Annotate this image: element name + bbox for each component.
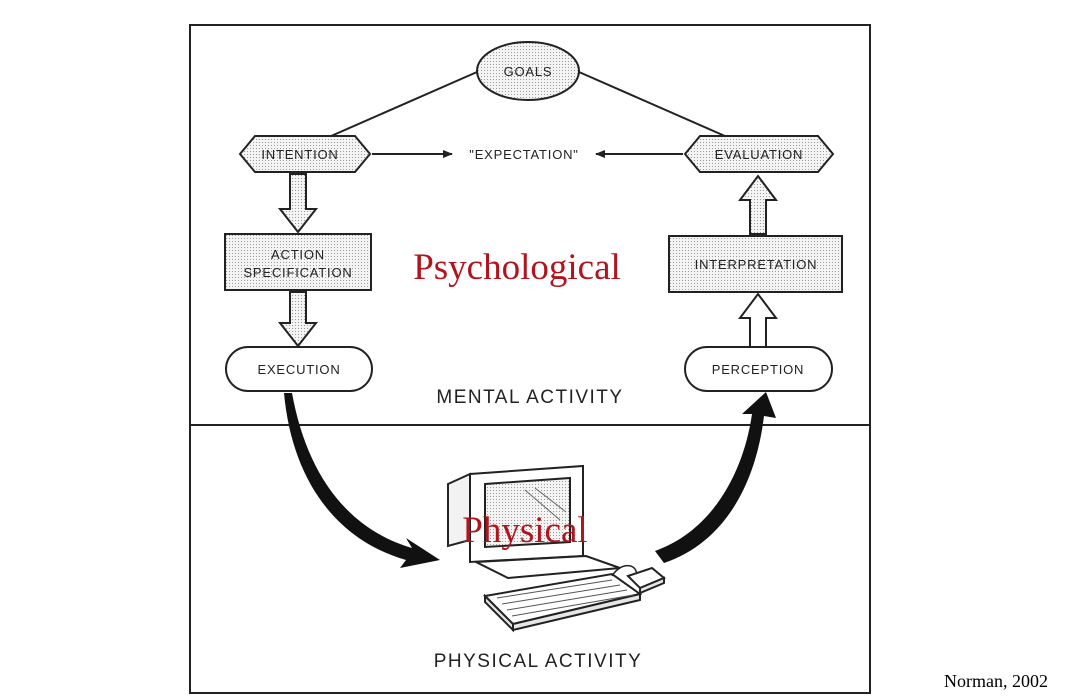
interpretation-label: INTERPRETATION [695, 257, 818, 272]
goals-to-intention-line [321, 71, 478, 141]
execution-to-world-arrow [284, 393, 440, 568]
goals-to-evaluation-line [578, 71, 735, 141]
computer-illustration [447, 464, 666, 633]
mental-activity-label: MENTAL ACTIVITY [436, 387, 623, 408]
interpretation-node [668, 235, 843, 293]
intention-node [238, 135, 372, 173]
interpretation-to-evaluation-arrow [738, 174, 778, 235]
evaluation-node [683, 135, 835, 173]
action-to-execution-arrow [277, 291, 319, 348]
execution-node [225, 346, 373, 392]
action-specification-line2: SPECIFICATION [243, 265, 352, 280]
goals-node [476, 41, 580, 101]
goals-label: GOALS [504, 64, 553, 79]
diagram-frame [189, 24, 871, 694]
physical-overlay-label: Physical [462, 510, 587, 551]
evaluation-label: EVALUATION [715, 147, 803, 162]
psychological-overlay-label: Psychological [413, 247, 621, 288]
perception-node [684, 346, 833, 392]
perception-label: PERCEPTION [712, 362, 805, 377]
world-to-perception-arrow [655, 392, 776, 563]
intention-label: INTENTION [261, 147, 338, 162]
citation: Norman, 2002 [944, 671, 1048, 691]
execution-label: EXECUTION [257, 362, 340, 377]
perception-to-interpretation-arrow [738, 292, 778, 349]
intention-to-action-arrow [277, 173, 319, 234]
action-specification-node [224, 233, 372, 291]
expectation-label: "EXPECTATION" [469, 147, 578, 162]
action-specification-line1: ACTION [271, 247, 325, 262]
physical-activity-label: PHYSICAL ACTIVITY [434, 651, 643, 672]
